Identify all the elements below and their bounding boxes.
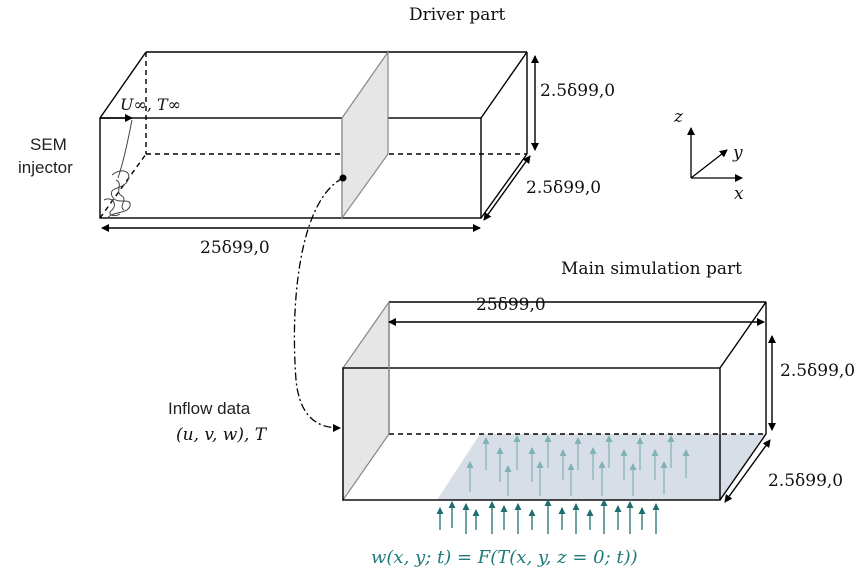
inflow-label-line2: (u, v, w), T xyxy=(176,425,268,445)
driver-extraction-plane xyxy=(341,50,389,220)
sem-vortex-squiggle xyxy=(100,114,133,219)
main-height-label: 2.5δ99,0 xyxy=(780,361,855,381)
driver-depth-dimension xyxy=(483,155,531,221)
driver-hidden-edge-diag xyxy=(99,153,147,219)
main-length-label: 25δ99,0 xyxy=(476,295,546,315)
driver-depth-label: 2.5δ99,0 xyxy=(526,178,601,198)
driver-part-title: Driver part xyxy=(409,5,506,25)
axis-z-label: z xyxy=(673,107,684,127)
coordinate-axes xyxy=(687,127,743,182)
patch-velocity-arrows xyxy=(466,435,690,496)
forcing-equation: w(x, y; t) = F(T(x, y, z = 0; t)) xyxy=(371,547,638,568)
sem-label-line2: injector xyxy=(18,158,73,177)
driver-box xyxy=(99,51,528,219)
axis-x-label: x xyxy=(734,184,744,204)
inflow-transfer-path xyxy=(293,177,344,432)
main-depth-dimension xyxy=(724,439,771,503)
axis-y-label: y xyxy=(732,143,743,163)
driver-length-label: 25δ99,0 xyxy=(200,238,270,258)
main-part-title: Main simulation part xyxy=(561,259,742,279)
wall-velocity-arrows xyxy=(436,499,660,534)
freestream-label: U∞, T∞ xyxy=(120,95,181,114)
sem-label-line1: SEM xyxy=(30,135,67,154)
driver-height-label: 2.5δ99,0 xyxy=(540,81,615,101)
main-depth-label: 2.5δ99,0 xyxy=(768,471,843,491)
main-inflow-plane xyxy=(342,300,390,502)
inflow-label-line1: Inflow data xyxy=(168,399,251,418)
